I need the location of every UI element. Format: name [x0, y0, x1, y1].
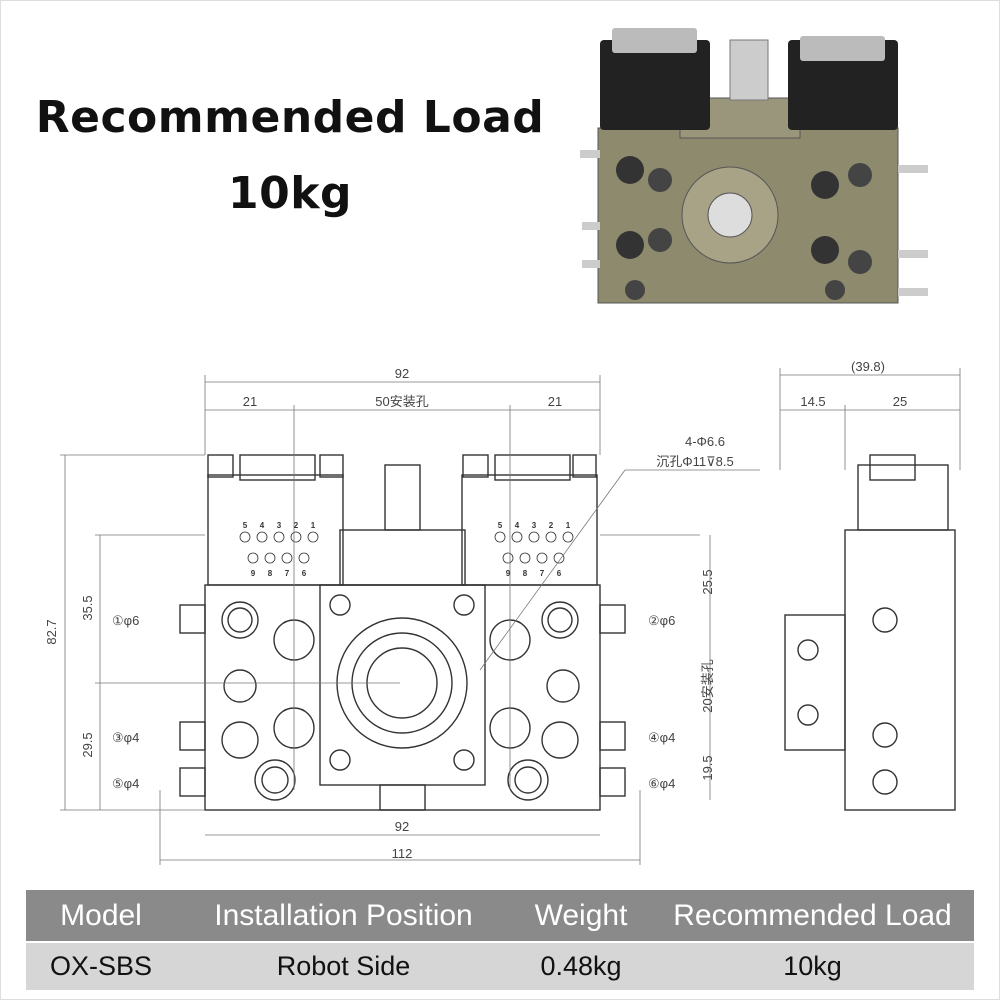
connector-right [461, 474, 598, 586]
pin-label: 8 [523, 569, 528, 578]
header-weight: Weight [534, 898, 628, 932]
dim-left-upper: 35.5 [80, 595, 95, 620]
pin-label: 1 [566, 521, 571, 530]
pin-label: 5 [243, 521, 248, 530]
pin-label: 1 [311, 521, 316, 530]
pin-label: 3 [532, 521, 537, 530]
cell-model: OX-SBS [26, 941, 176, 990]
cell-recommended-load: 10kg [651, 941, 974, 990]
header-installation-position: Installation Position [214, 898, 473, 932]
side-dim-total: (39.8) [851, 359, 885, 374]
pin-label: 6 [557, 569, 562, 578]
port-4-label: ④φ4 [648, 730, 675, 745]
port-3-label: ③φ4 [112, 730, 139, 745]
pin-label: 2 [549, 521, 554, 530]
side-dim-right: 25 [893, 394, 907, 409]
front-view [179, 454, 626, 811]
pin-label: 9 [506, 569, 511, 578]
connector-left [207, 474, 344, 586]
spec-table: Model Installation Position Weight Recom… [26, 890, 974, 990]
dim-bottom-inner: 92 [395, 819, 409, 834]
dimension-labels: 92 21 50安装孔 21 4-Φ6.6 沉孔Φ11⊽8.5 82.7 35.… [44, 359, 907, 861]
dim-bottom-outer: 112 [392, 846, 413, 861]
product-photo [580, 28, 928, 304]
pin-label: 9 [251, 569, 256, 578]
header-model: Model [60, 898, 142, 932]
pin-label: 7 [540, 569, 545, 578]
cell-weight: 0.48kg [511, 941, 651, 990]
side-view [784, 454, 956, 811]
pin-label: 7 [285, 569, 290, 578]
pin-label: 5 [498, 521, 503, 530]
pin-label: 3 [277, 521, 282, 530]
pin-label: 4 [260, 521, 265, 530]
port-2-label: ②φ6 [648, 613, 675, 628]
dim-height-total: 82.7 [44, 619, 59, 644]
pin-label: 8 [268, 569, 273, 578]
cell-installation-position: Robot Side [176, 941, 511, 990]
dim-overall-width: 92 [395, 366, 409, 381]
port-6-label: ⑥φ4 [648, 776, 675, 791]
dim-left-offset: 21 [243, 394, 257, 409]
dim-left-lower: 29.5 [80, 732, 95, 757]
product-connector-right [788, 40, 898, 130]
headline-value: 10kg [228, 168, 352, 219]
hole-spec-1: 4-Φ6.6 [685, 434, 725, 449]
hole-spec-2: 沉孔Φ11⊽8.5 [656, 454, 733, 469]
pin-label: 4 [515, 521, 520, 530]
dim-right-offset: 21 [548, 394, 562, 409]
headline-title: Recommended Load [35, 92, 545, 143]
product-connector-left [600, 40, 710, 130]
port-1-label: ①φ6 [112, 613, 139, 628]
spec-table-row: OX-SBS Robot Side 0.48kg 10kg [26, 941, 974, 990]
pin-label: 2 [294, 521, 299, 530]
dim-mount-spacing: 50安装孔 [375, 394, 428, 409]
dim-right-mount: 20安装孔 [700, 659, 715, 712]
spec-table-header: Model Installation Position Weight Recom… [26, 890, 974, 942]
dim-right-upper: 25.5 [700, 569, 715, 594]
header-recommended-load: Recommended Load [673, 898, 952, 932]
dim-right-lower: 19.5 [700, 755, 715, 780]
side-dim-left: 14.5 [800, 394, 825, 409]
dimension-lines [60, 368, 961, 865]
pin-label: 6 [302, 569, 307, 578]
connector-pin-labels: 5 4 3 2 1 9 8 7 6 5 4 3 2 1 9 8 7 6 [243, 521, 571, 578]
port-5-label: ⑤φ4 [112, 776, 139, 791]
